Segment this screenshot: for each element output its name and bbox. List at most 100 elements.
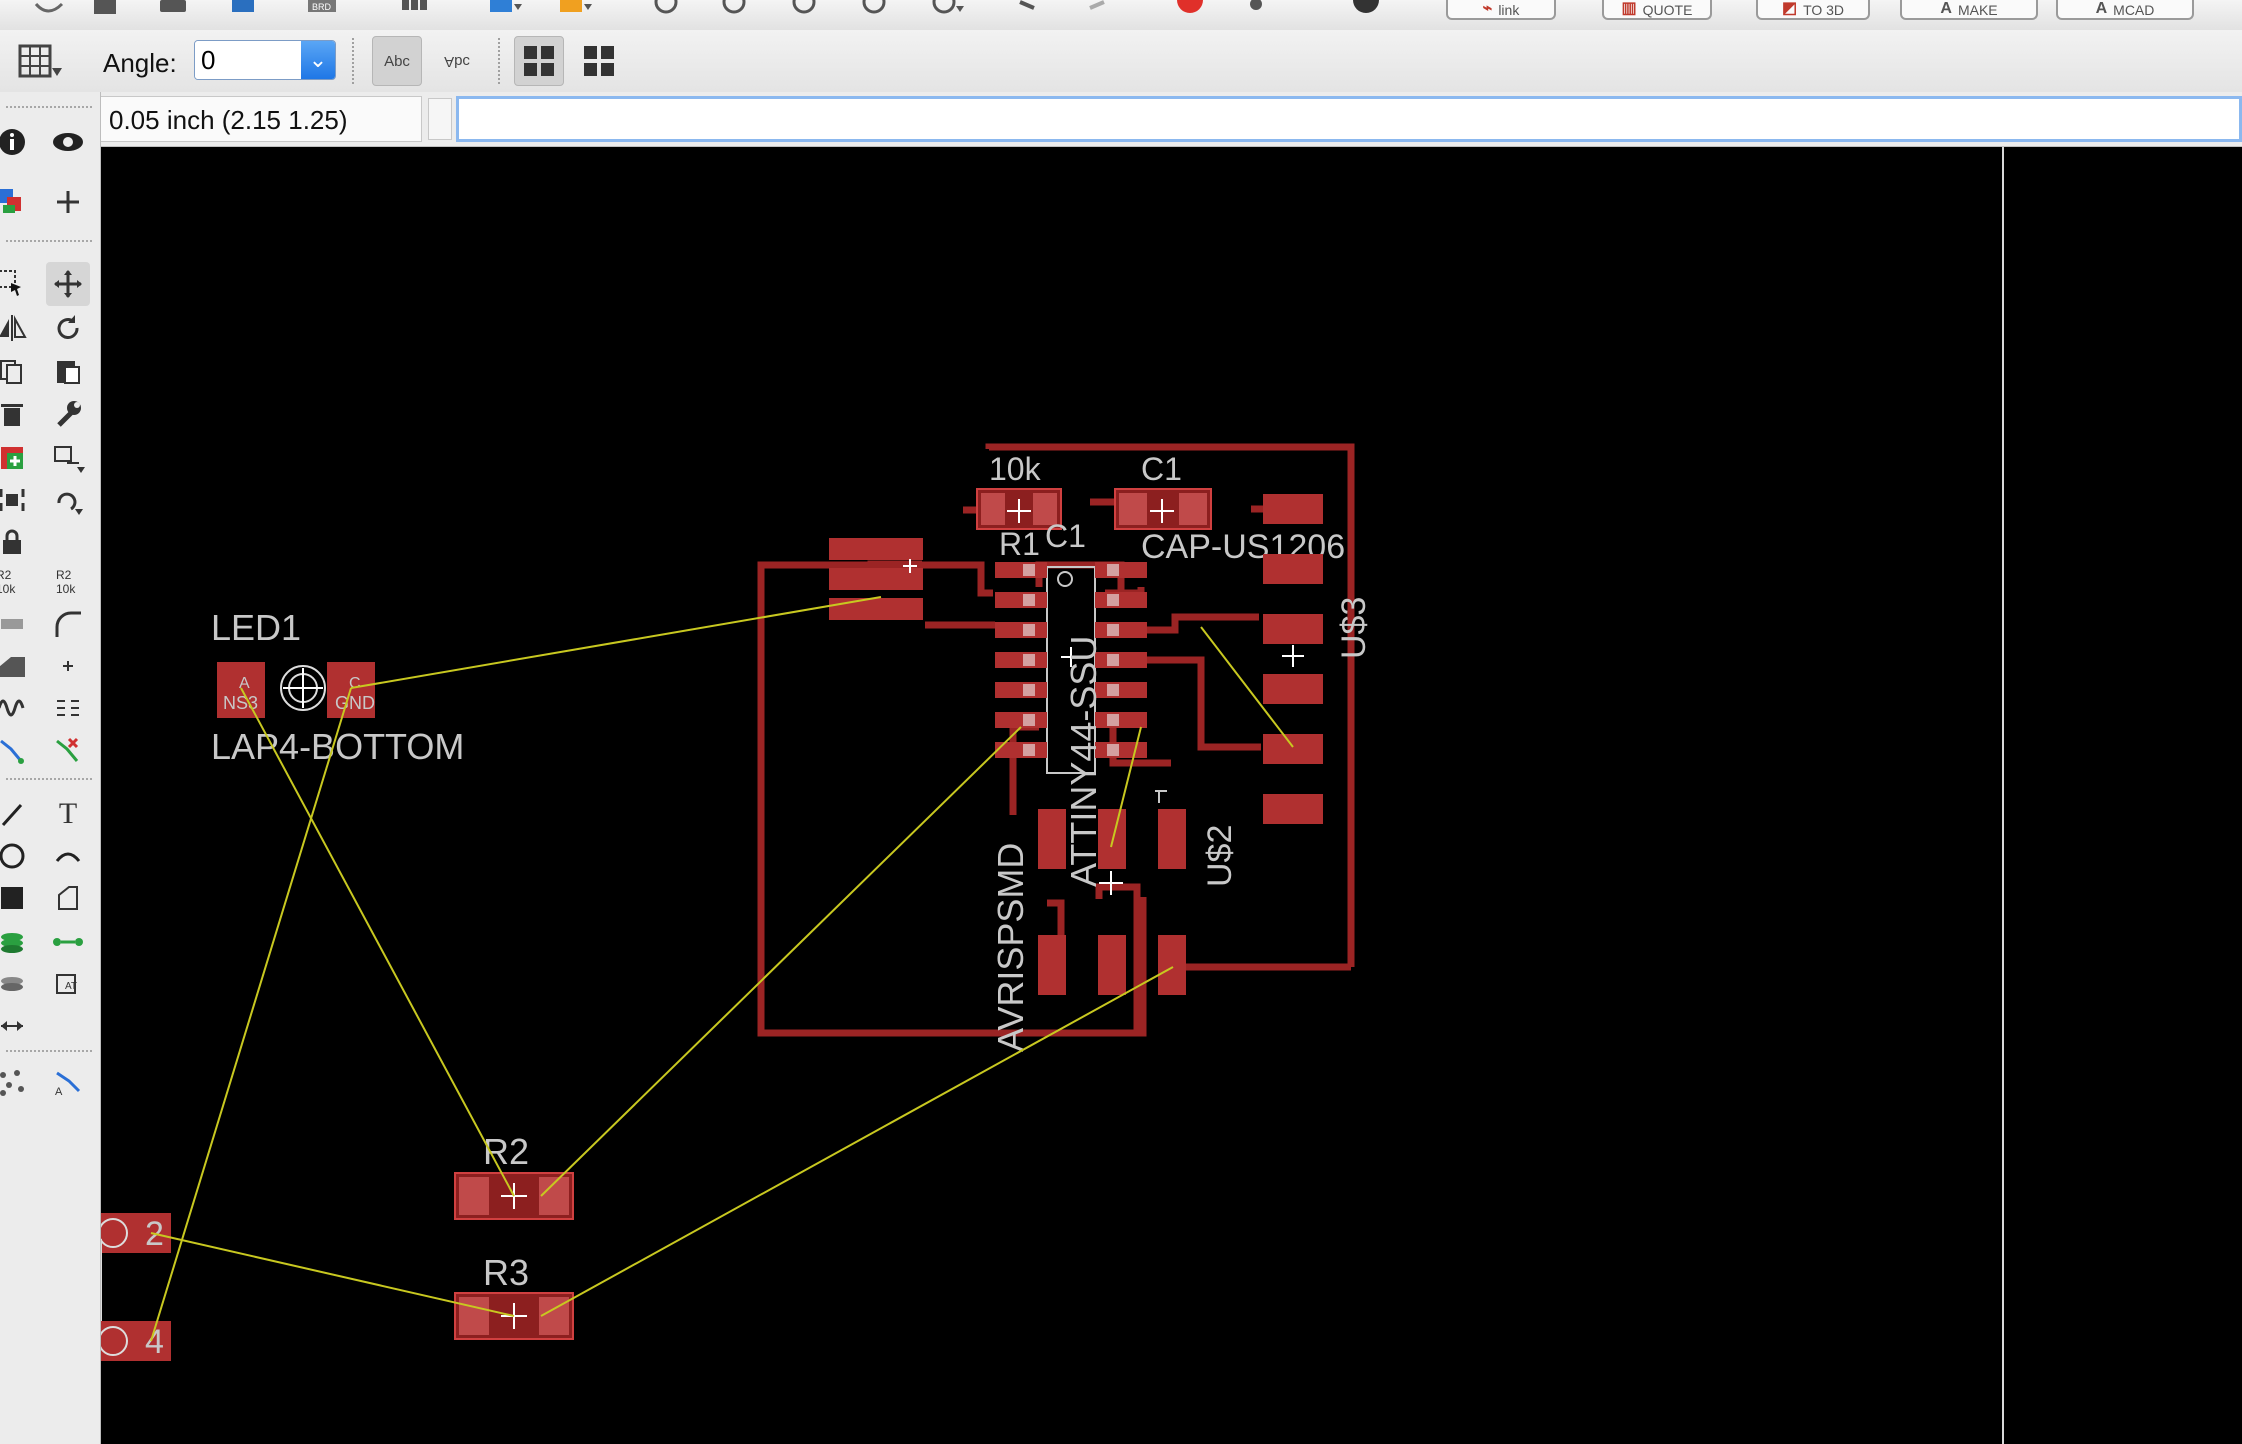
us2-pad-3[interactable] [1158,809,1186,869]
ic-pad-r2[interactable] [1095,592,1147,608]
smash-icon[interactable] [0,602,34,646]
circle-icon[interactable] [0,834,34,878]
split-icon[interactable] [0,644,34,688]
r3-pad-1[interactable] [459,1297,489,1335]
replace-icon[interactable] [46,436,90,480]
grid-icon[interactable] [18,44,64,85]
airwire-switch-r3[interactable] [150,1232,515,1317]
zoom-redraw-icon[interactable] [858,0,894,22]
trace-ic-bottom-left[interactable] [1009,723,1039,815]
r2-pad-1[interactable] [459,1177,489,1215]
mark-icon[interactable] [46,180,90,224]
via-icon[interactable] [0,920,34,964]
mirror-icon[interactable] [0,306,34,350]
layout-b-button[interactable] [574,36,624,86]
header-left[interactable] [829,538,923,620]
save-icon[interactable] [88,0,124,22]
wrench-icon[interactable] [46,392,90,436]
script-orange-icon[interactable] [558,0,594,22]
line-icon[interactable] [0,792,34,836]
add-part-icon[interactable] [0,436,34,480]
print-icon[interactable] [156,0,192,22]
us2-part[interactable] [1038,809,1186,995]
ic-pad-l2[interactable] [995,592,1047,608]
lock-icon[interactable] [0,520,34,564]
autorouter-icon[interactable]: A [46,1060,90,1104]
trace-hdr-pin1[interactable] [921,561,993,597]
text-tool-icon[interactable]: T [46,792,90,836]
us3-part[interactable]: U$3 [1263,494,1373,824]
optimize-icon[interactable] [46,478,90,522]
hole-icon[interactable] [0,962,34,1006]
ic-pad-l1[interactable] [995,562,1047,578]
us2-pad-1[interactable] [1038,809,1066,869]
cam-icon[interactable] [226,0,262,22]
group-icon[interactable] [0,478,34,522]
fusion-link-button[interactable]: ⌁link [1446,0,1556,20]
miter-icon[interactable] [46,602,90,646]
us3-pad-1[interactable] [1263,494,1323,524]
text-mirror-button[interactable]: Abc [432,36,482,86]
c1-pad-1[interactable] [1119,493,1147,525]
board-drawing[interactable]: 10k R1 C1 C1 CAP-US1206 [101,147,2242,1444]
meander-icon[interactable] [0,686,34,730]
header-left-pin3[interactable] [829,598,923,620]
library-icon[interactable] [396,0,432,22]
trace-right-bottom[interactable] [1169,945,1351,971]
layout-a-button[interactable] [514,36,564,86]
ripup-icon[interactable] [46,728,90,772]
airwire-led-r2[interactable] [240,687,515,1197]
to-3d-button[interactable]: ◩TO 3D [1756,0,1870,20]
copy-icon[interactable] [0,350,34,394]
zoom-select-icon[interactable] [930,0,966,22]
airwire-led-switch[interactable] [150,687,352,1342]
header-left-pin1[interactable] [829,538,923,560]
r2-part[interactable]: R2 [454,1131,574,1220]
avr-pad-2[interactable] [1098,935,1126,995]
header-left-pin2[interactable] [829,568,923,590]
text-normal-button[interactable]: Abc [372,36,422,86]
ic-pad-r1[interactable] [1095,562,1147,578]
undo-arrow-icon[interactable] [1010,0,1046,22]
angle-combo[interactable]: ⌄ [194,40,336,80]
airwire-ic-us2[interactable] [1110,726,1142,848]
ic-pad-r3[interactable] [1095,622,1147,638]
signal-icon[interactable] [46,920,90,964]
us3-pad-5[interactable] [1263,734,1323,764]
route-icon[interactable] [0,728,34,772]
angle-input[interactable] [195,41,301,79]
redo-arrow-icon[interactable] [1080,0,1116,22]
paste-icon[interactable] [46,350,90,394]
r1-pad-1[interactable] [981,493,1005,525]
ic-pad-l5[interactable] [995,682,1047,698]
zoom-fit-icon[interactable] [650,0,686,22]
r1-pad-2[interactable] [1033,493,1057,525]
dimension-icon[interactable] [0,1004,34,1048]
show-icon[interactable] [46,120,90,164]
switch-part[interactable]: 2 4 [101,1213,171,1361]
undo-icon[interactable] [30,0,66,22]
command-input[interactable] [456,96,2242,142]
ic-pad-l6[interactable] [995,712,1047,728]
go-icon[interactable] [1238,0,1274,22]
airwire-led-header[interactable] [350,596,882,689]
delete-icon[interactable] [0,392,34,436]
quote-button[interactable]: ▥QUOTE [1602,0,1712,20]
us3-pad-6[interactable] [1263,794,1323,824]
attiny44-ic[interactable]: ATTINY44-SSU [995,562,1147,887]
ulp-blue-icon[interactable] [488,0,524,22]
polygon-icon[interactable] [46,876,90,920]
zoom-in-icon[interactable] [718,0,754,22]
stop-icon[interactable] [1172,0,1208,22]
us3-pad-2[interactable] [1263,554,1323,584]
arc-icon[interactable] [46,834,90,878]
move-icon[interactable] [46,262,90,306]
rotate-icon[interactable] [46,306,90,350]
chevron-down-icon[interactable]: ⌄ [301,41,335,79]
help-icon[interactable] [1348,0,1384,22]
us3-pad-4[interactable] [1263,674,1323,704]
